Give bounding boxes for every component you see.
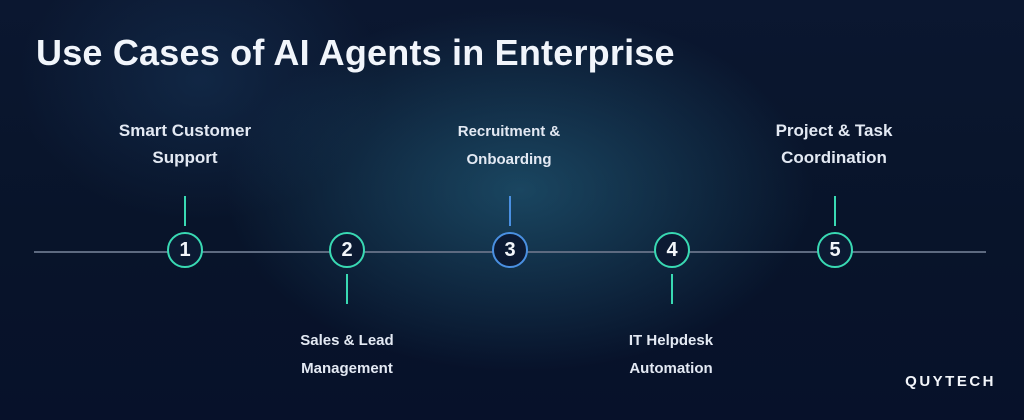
use-case-5-line-1: Project & Task [775,121,893,140]
use-case-3-line-2: Onboarding [466,151,552,168]
use-case-2-label: Sales & Lead Management [237,327,457,383]
quytech-logo: QUYTECH [905,373,996,390]
use-case-2-line-1: Sales & Lead [300,332,394,349]
use-case-5-label: Project & Task Coordination [724,117,944,171]
use-case-1-connector [184,196,186,226]
use-case-4-node: 4 [654,232,690,268]
use-case-2-node: 2 [329,232,365,268]
use-case-1-node: 1 [167,232,203,268]
use-case-1-line-1: Smart Customer [118,121,252,140]
use-case-5-line-2: Coordination [781,148,887,167]
use-case-4-line-2: Automation [629,360,713,377]
use-case-3-connector [509,196,511,226]
use-case-5-connector [834,196,836,226]
use-case-4-line-1: IT Helpdesk [628,332,714,349]
use-case-2-connector [346,274,348,304]
use-case-4-connector [671,274,673,304]
use-case-3-node: 3 [492,232,528,268]
use-case-3-line-1: Recruitment & [457,123,561,140]
use-case-2-line-2: Management [301,360,393,377]
use-case-1-line-2: Support [152,148,218,167]
page-title: Use Cases of AI Agents in Enterprise [36,32,675,73]
use-case-1-label: Smart Customer Support [75,117,295,171]
use-case-5-node: 5 [817,232,853,268]
use-case-4-label: IT Helpdesk Automation [561,327,781,383]
use-case-3-label: Recruitment & Onboarding [399,118,619,174]
